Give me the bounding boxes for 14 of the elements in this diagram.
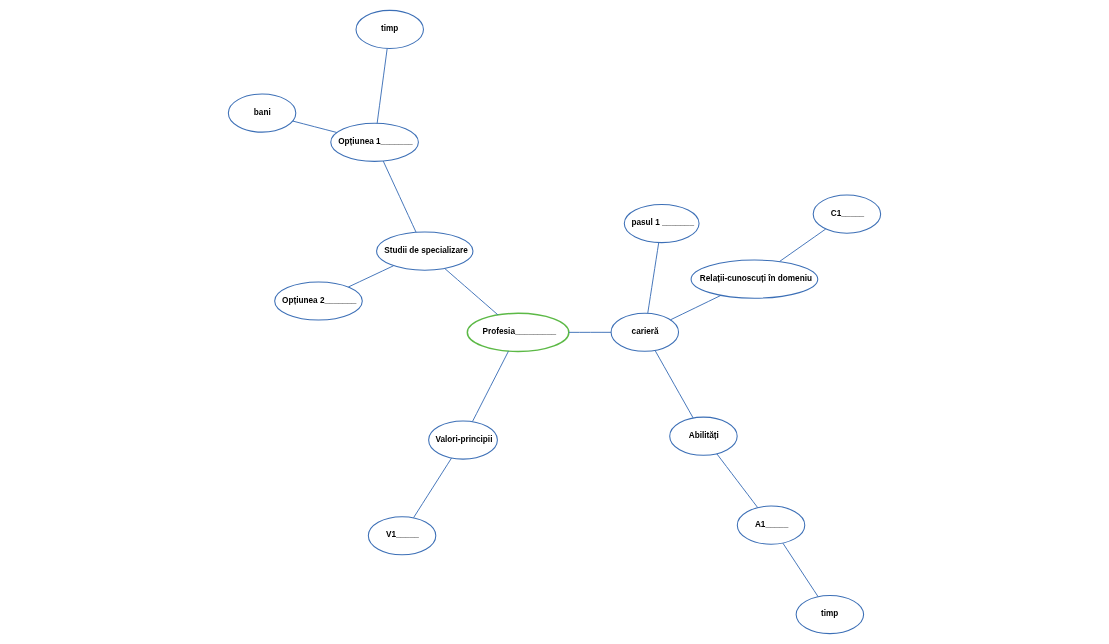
- connector: [669, 294, 722, 321]
- connector: [779, 228, 827, 262]
- connector: [654, 350, 694, 419]
- connector: [382, 160, 417, 233]
- connector: [716, 453, 759, 509]
- connector: [376, 48, 388, 124]
- connector: [413, 457, 453, 519]
- connector: [292, 120, 338, 133]
- connector: [782, 542, 819, 598]
- connector: [347, 265, 395, 288]
- connector: [472, 350, 509, 422]
- connector: [444, 268, 499, 316]
- connector: [647, 242, 660, 314]
- connector: [568, 331, 612, 333]
